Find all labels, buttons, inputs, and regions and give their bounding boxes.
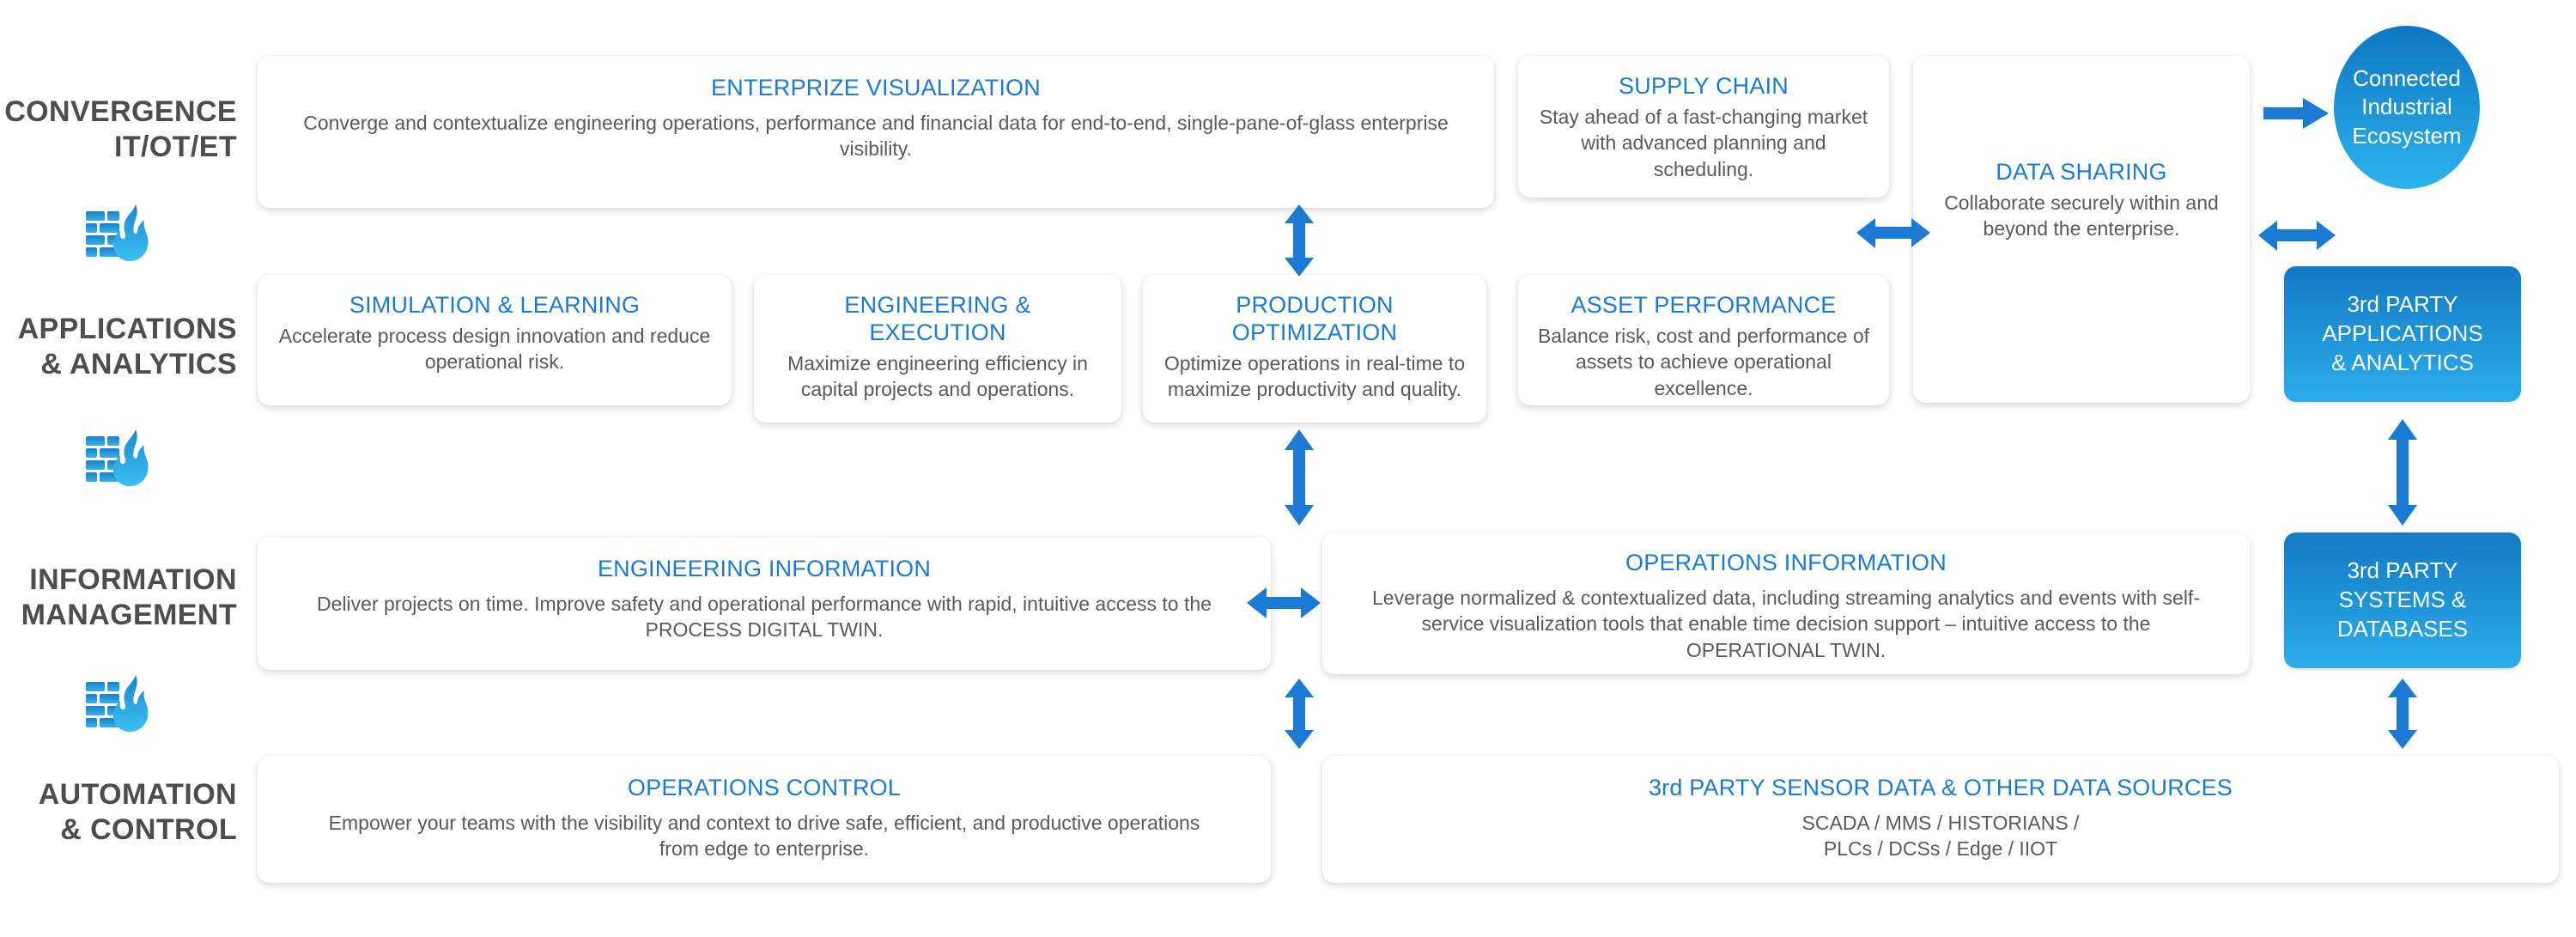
- arrow-vertical-data-sharing-to-systems: [2385, 419, 2420, 526]
- card-asset-performance[interactable]: ASSET PERFORMANCE Balance risk, cost and…: [1518, 275, 1889, 405]
- card-body: Deliver projects on time. Improve safety…: [317, 592, 1212, 642]
- card-title: DATA SHARING: [1996, 159, 2167, 185]
- card-body: Converge and contextualize engineering o…: [303, 111, 1449, 161]
- card-engineering-execution[interactable]: ENGINEERING & EXECUTION Maximize enginee…: [754, 275, 1121, 423]
- firewall-icon: [84, 675, 156, 743]
- card-title: ASSET PERFORMANCE: [1571, 292, 1837, 318]
- arrow-vertical-systems-to-sensor-data: [2385, 678, 2420, 749]
- card-body: Stay ahead of a fast-changing market wit…: [1539, 105, 1868, 181]
- card-title: OPERATIONS INFORMATION: [1625, 550, 1947, 575]
- firewall-icon: [84, 204, 156, 272]
- card-body: Leverage normalized & contextualized dat…: [1372, 586, 2200, 662]
- rail-label-convergence: CONVERGENCE IT/OT/ET: [4, 95, 237, 164]
- card-body: Empower your teams with the visibility a…: [328, 811, 1200, 861]
- card-title: 3rd PARTY SENSOR DATA & OTHER DATA SOURC…: [1648, 775, 2233, 800]
- gbox-label: 3rd PARTY APPLICATIONS & ANALYTICS: [2322, 291, 2483, 375]
- arrow-bidirectional-supply-to-data-sharing: [1856, 216, 1930, 249]
- third-party-applications-analytics-box[interactable]: 3rd PARTY APPLICATIONS & ANALYTICS: [2284, 266, 2521, 402]
- card-title: OPERATIONS CONTROL: [627, 775, 902, 800]
- card-enterprize-visualization[interactable]: ENTERPRIZE VISUALIZATION Converge and co…: [258, 56, 1494, 208]
- third-party-systems-databases-box[interactable]: 3rd PARTY SYSTEMS & DATABASES: [2284, 532, 2521, 668]
- rail-label-information: INFORMATION MANAGEMENT: [21, 563, 237, 632]
- card-title: ENGINEERING INFORMATION: [597, 556, 932, 581]
- card-title: SIMULATION & LEARNING: [349, 292, 641, 318]
- card-title: ENTERPRIZE VISUALIZATION: [711, 75, 1041, 100]
- card-body: Accelerate process design innovation and…: [278, 324, 711, 374]
- card-operations-information[interactable]: OPERATIONS INFORMATION Leverage normaliz…: [1322, 532, 2250, 674]
- card-data-sharing[interactable]: DATA SHARING Collaborate securely within…: [1913, 56, 2250, 403]
- card-supply-chain[interactable]: SUPPLY CHAIN Stay ahead of a fast-changi…: [1518, 56, 1889, 198]
- card-operations-control[interactable]: OPERATIONS CONTROL Empower your teams wi…: [258, 756, 1271, 883]
- rail-label-automation: AUTOMATION & CONTROL: [38, 778, 237, 847]
- card-simulation-learning[interactable]: SIMULATION & LEARNING Accelerate process…: [258, 275, 732, 405]
- card-body: SCADA / MMS / HISTORIANS / PLCs / DCSs /…: [1801, 811, 2080, 861]
- card-title: SUPPLY CHAIN: [1619, 73, 1789, 99]
- arrow-vertical-production-to-information: [1282, 429, 1316, 526]
- arrow-right-to-ecosystem: [2263, 96, 2330, 131]
- arrow-bidirectional-engineering-to-operations-info: [1247, 586, 1321, 620]
- connected-industrial-ecosystem[interactable]: Connected Industrial Ecosystem: [2334, 26, 2480, 189]
- card-body: Maximize engineering efficiency in capit…: [787, 351, 1088, 401]
- card-production-optimization[interactable]: PRODUCTION OPTIMIZATION Optimize operati…: [1143, 275, 1486, 423]
- card-body: Collaborate securely within and beyond t…: [1944, 191, 2219, 240]
- arrow-bidirectional-to-third-party-apps: [2258, 219, 2336, 252]
- arrow-vertical-enterprize-production: [1282, 204, 1316, 277]
- card-engineering-information[interactable]: ENGINEERING INFORMATION Deliver projects…: [258, 537, 1271, 670]
- rail-label-applications: APPLICATIONS & ANALYTICS: [17, 313, 237, 381]
- card-third-party-sensor-data[interactable]: 3rd PARTY SENSOR DATA & OTHER DATA SOURC…: [1322, 756, 2559, 883]
- card-body: Balance risk, cost and performance of as…: [1537, 324, 1870, 400]
- card-body: Optimize operations in real-time to maxi…: [1163, 351, 1466, 401]
- card-title: PRODUCTION OPTIMIZATION: [1231, 292, 1398, 345]
- card-title: ENGINEERING & EXECUTION: [844, 292, 1031, 345]
- gbox-label: 3rd PARTY SYSTEMS & DATABASES: [2336, 557, 2469, 642]
- arrow-vertical-engineering-info-to-operations-control: [1282, 678, 1316, 749]
- firewall-icon: [84, 429, 156, 497]
- ecosystem-label: Connected Industrial Ecosystem: [2352, 65, 2462, 149]
